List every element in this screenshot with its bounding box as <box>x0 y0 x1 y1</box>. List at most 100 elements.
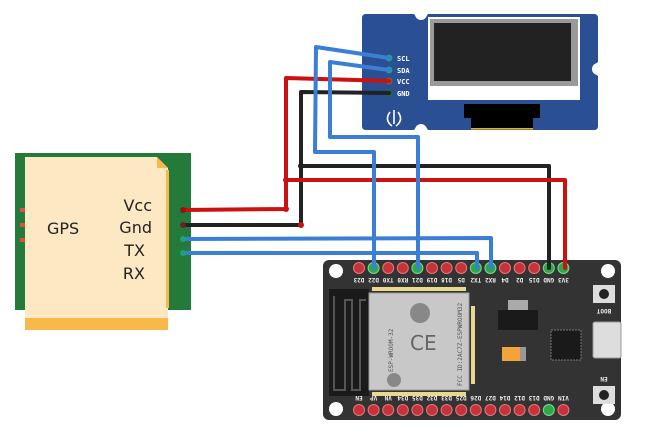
pin-label: D32 <box>426 394 437 401</box>
micro-usb-port[interactable] <box>592 321 622 359</box>
oled-connector <box>471 118 533 128</box>
pin-label: RX0 <box>397 276 408 283</box>
oled-pin-label-gnd: GND <box>397 90 410 98</box>
pin-label: D27 <box>485 394 496 401</box>
pin-d18[interactable] <box>440 262 453 274</box>
pin-label: D25 <box>455 394 466 401</box>
pin-d15[interactable] <box>528 262 541 274</box>
pin-d32[interactable] <box>426 404 438 416</box>
mount-hole <box>415 124 427 136</box>
pin-label: D22 <box>368 276 379 283</box>
pin-label: D35 <box>412 394 423 401</box>
pin-label: D23 <box>353 276 364 283</box>
esp32-board[interactable]: ESP-WROOM-32 FCC ID:2AC7Z-ESPWROOM32 CE … <box>323 260 622 420</box>
wire-3v3-bus[interactable] <box>284 178 567 270</box>
pin-d19[interactable] <box>426 262 438 274</box>
gps-side-pad <box>20 223 25 227</box>
pin-label: D13 <box>528 394 539 401</box>
wire-joints <box>283 163 304 228</box>
gps-paper <box>25 157 168 318</box>
pin-vin[interactable] <box>557 404 570 416</box>
gps-pin-ends <box>180 207 186 256</box>
pin-gnd[interactable] <box>542 404 555 416</box>
pin-d4[interactable] <box>499 262 511 274</box>
oled-screen <box>434 23 571 81</box>
pin-label: GND <box>543 394 554 401</box>
oled-pin-label-sda: SDA <box>397 67 410 75</box>
pin-label: D14 <box>499 394 510 401</box>
pin-label: D2 <box>516 276 524 283</box>
pin-label: D34 <box>397 394 408 401</box>
pin-label: D12 <box>514 394 525 401</box>
pin-d35[interactable] <box>411 404 424 416</box>
antenna-area <box>329 289 369 396</box>
pin-d27[interactable] <box>484 404 497 416</box>
oled-connector-edge <box>471 128 533 130</box>
pin-label: D4 <box>501 276 509 283</box>
gps-pin-label-tx: TX <box>123 241 145 260</box>
gps-pin-label-rx: RX <box>123 264 145 283</box>
pin-label: VIN <box>558 394 569 401</box>
wire-oled-scl-to-d22[interactable] <box>313 45 391 270</box>
wire-gnd-bus[interactable] <box>299 164 551 270</box>
gps-pin-tx <box>180 236 186 242</box>
gps-module[interactable]: GPS Vcc Gnd TX RX <box>15 153 191 330</box>
tantalum-capacitor-band <box>520 347 526 361</box>
boot-button-label: BOOT <box>596 307 611 314</box>
pin-d2[interactable] <box>513 262 526 274</box>
pin-d23[interactable] <box>353 262 365 274</box>
usb-uart-chip <box>550 329 582 361</box>
mount-hole <box>329 264 343 278</box>
pin-d25[interactable] <box>455 404 468 416</box>
gps-pin-vcc <box>180 207 186 213</box>
wires <box>180 45 567 270</box>
pin-label: GND <box>543 276 554 283</box>
mount-hole <box>329 402 343 416</box>
oled-connector <box>464 104 540 118</box>
pin-label: VN <box>384 394 392 401</box>
en-button-cap <box>599 390 609 400</box>
wire-oled-sda-to-d21[interactable] <box>328 60 420 270</box>
oled-pin-label-vcc: VCC <box>397 78 410 86</box>
wroom-castellations <box>372 287 475 396</box>
gps-title: GPS <box>47 219 79 238</box>
wire-gps-rx-to-tx2[interactable] <box>181 251 479 270</box>
pin-label: D21 <box>412 276 423 283</box>
espressif-logo <box>410 303 430 323</box>
wire-gps-tx-to-rx2[interactable] <box>181 236 493 270</box>
wire-oled-gnd[interactable] <box>181 90 391 227</box>
pin-label: TX2 <box>470 276 481 283</box>
pin-d26[interactable] <box>469 404 482 416</box>
pin-en[interactable] <box>353 404 365 416</box>
mount-hole <box>415 8 427 20</box>
pin-d5[interactable] <box>455 262 468 274</box>
pin-vn[interactable] <box>382 404 395 416</box>
pin-d14[interactable] <box>499 404 511 416</box>
pin-label: RX2 <box>485 276 496 283</box>
oled-pin-label-scl: SCL <box>397 55 410 63</box>
pin-d34[interactable] <box>396 404 409 416</box>
pin-label: D15 <box>528 276 539 283</box>
pin-d33[interactable] <box>440 404 453 416</box>
wire-oled-vcc[interactable] <box>181 76 391 212</box>
pin-tx0[interactable] <box>382 262 395 274</box>
gps-pin-rx <box>180 250 186 256</box>
voltage-regulator-tab <box>508 300 528 310</box>
mount-hole <box>601 264 615 278</box>
pin-rx0[interactable] <box>396 262 409 274</box>
boot-button-cap <box>599 289 609 299</box>
pin-label: VP <box>370 394 378 401</box>
gps-paper-edge <box>166 170 169 308</box>
antenna-trace <box>333 296 366 391</box>
oled-module[interactable]: SCL SDA VCC GND <box>362 8 604 136</box>
ce-mark: CE <box>410 331 437 355</box>
pin-d12[interactable] <box>513 404 526 416</box>
pin-label: D26 <box>470 394 481 401</box>
grove-logo <box>386 110 402 127</box>
pin-d13[interactable] <box>528 404 541 416</box>
pin-label: EN <box>355 394 363 401</box>
pin-vp[interactable] <box>367 404 380 416</box>
